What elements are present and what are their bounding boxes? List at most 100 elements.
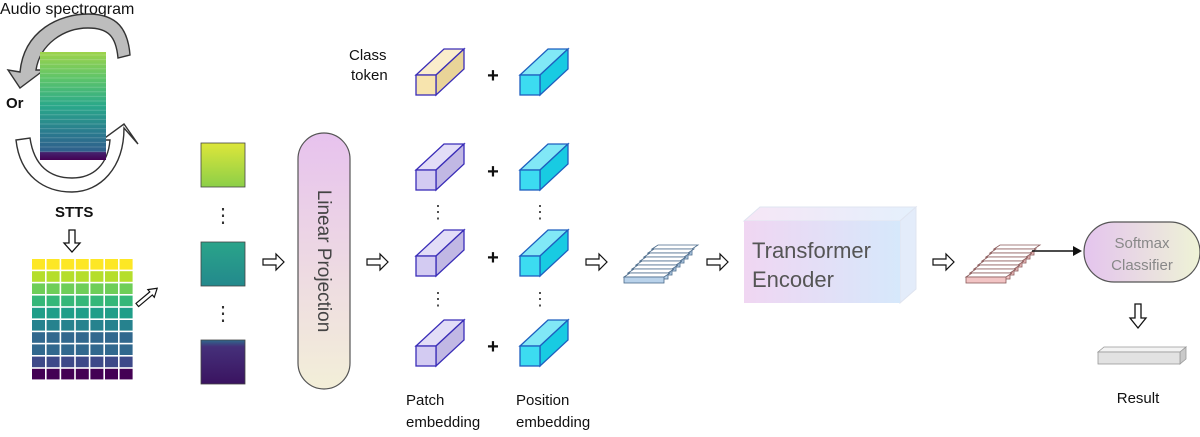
- stts-cell: [46, 271, 60, 282]
- patch-embedding-label-line1: Patch: [406, 392, 444, 409]
- stts-cell: [119, 344, 133, 355]
- stts-cell: [32, 259, 45, 270]
- embed-ellipsis-2: ⋮: [429, 289, 447, 309]
- stts-cell: [61, 283, 75, 294]
- stts-cell: [105, 307, 118, 319]
- stts-cell: [119, 320, 133, 331]
- arrow-to-result-icon: [1128, 303, 1148, 330]
- stts-cell: [46, 344, 60, 355]
- stts-cell: [105, 332, 118, 343]
- patch-embedding-prism-2: [414, 228, 466, 278]
- stts-cell: [61, 307, 75, 319]
- stts-cell: [119, 307, 133, 319]
- stts-cell: [61, 356, 75, 368]
- stts-cell: [75, 344, 89, 355]
- output-token-stack: [964, 244, 1042, 284]
- result-vector: [1096, 346, 1188, 365]
- embed-ellipsis-4: ⋮: [531, 289, 549, 309]
- stts-cell: [61, 344, 75, 355]
- class-token-prism: [414, 47, 466, 97]
- stts-cell: [46, 332, 60, 343]
- diagonal-arrow-icon: [135, 287, 159, 308]
- stts-cell: [75, 320, 89, 331]
- position-embedding-label-line2: embedding: [516, 414, 590, 431]
- stts-cell: [105, 271, 118, 282]
- arrow-to-transformer-icon: [706, 252, 729, 272]
- transformer-encoder-block: [742, 205, 918, 305]
- position-embedding-prism-2: [518, 228, 570, 278]
- stts-cell: [46, 356, 60, 368]
- stts-cell: [105, 368, 118, 380]
- plus-patch-3: +: [487, 336, 499, 358]
- stts-cell: [46, 307, 60, 319]
- stts-cell: [90, 356, 104, 368]
- stts-cell: [119, 283, 133, 294]
- result-label: Result: [1117, 390, 1160, 407]
- stts-cell: [32, 356, 45, 368]
- stts-cell: [119, 271, 133, 282]
- stts-cell: [90, 332, 104, 343]
- stts-cell: [32, 295, 45, 307]
- stts-cell: [32, 271, 45, 282]
- audio-spectrogram-label: Audio spectrogram: [0, 1, 134, 18]
- softmax-label-line1: Softmax: [1114, 235, 1170, 252]
- stts-cell: [90, 295, 104, 307]
- transformer-label-line2: Encoder: [752, 267, 834, 292]
- transformer-label-line1: Transformer: [752, 238, 871, 263]
- stts-cell: [46, 259, 60, 270]
- stts-cell: [119, 368, 133, 380]
- plus-patch-2: +: [487, 247, 499, 269]
- stts-cell: [61, 332, 75, 343]
- position-embedding-prism-3: [518, 318, 570, 368]
- stts-cell: [90, 368, 104, 380]
- patch-top: [200, 142, 246, 188]
- patch-ellipsis-2: ⋮: [213, 303, 233, 325]
- stts-cell: [61, 320, 75, 331]
- stts-cell: [75, 271, 89, 282]
- softmax-label-line2: Classifier: [1111, 257, 1173, 274]
- embed-ellipsis-3: ⋮: [531, 202, 549, 222]
- patch-ellipsis-1: ⋮: [213, 205, 233, 227]
- patch-embedding-prism-1: [414, 142, 466, 192]
- stts-cell: [90, 259, 104, 270]
- stts-patch-grid: [32, 259, 133, 380]
- stts-cell: [61, 271, 75, 282]
- down-arrow-icon: [62, 229, 82, 253]
- stts-cell: [32, 320, 45, 331]
- stts-cell: [105, 320, 118, 331]
- arrow-to-token-stack-icon: [585, 252, 608, 272]
- circular-arrows-icon: [6, 13, 139, 193]
- embedded-token-stack: [622, 244, 700, 284]
- plus-patch-1: +: [487, 161, 499, 183]
- stts-cell: [90, 344, 104, 355]
- embed-ellipsis-1: ⋮: [429, 202, 447, 222]
- stts-cell: [75, 259, 89, 270]
- stts-cell: [32, 368, 45, 380]
- linear-projection-label: Linear Projection: [313, 190, 334, 333]
- arrow-to-softmax-icon: [1032, 246, 1082, 256]
- stts-cell: [46, 320, 60, 331]
- patch-embedding-prism-3: [414, 318, 466, 368]
- class-token-label-line1: Class: [349, 47, 387, 64]
- or-label: Or: [6, 95, 24, 112]
- stts-cell: [105, 344, 118, 355]
- plus-class: +: [487, 65, 499, 87]
- audio-spectrogram-image: [40, 52, 106, 160]
- stts-cell: [32, 307, 45, 319]
- stts-cell: [75, 368, 89, 380]
- stts-cell: [61, 295, 75, 307]
- token-plate: [622, 272, 672, 284]
- stts-cell: [46, 295, 60, 307]
- stts-cell: [105, 283, 118, 294]
- position-embedding-prism-1: [518, 142, 570, 192]
- stts-cell: [105, 259, 118, 270]
- stts-cell: [119, 259, 133, 270]
- patch-embedding-label-line2: embedding: [406, 414, 480, 431]
- stts-cell: [32, 332, 45, 343]
- spectrogram-texture: [40, 54, 106, 153]
- class-token-label-line2: token: [351, 67, 388, 84]
- stts-cell: [119, 356, 133, 368]
- stts-cell: [90, 320, 104, 331]
- stts-cell: [75, 307, 89, 319]
- stts-cell: [90, 271, 104, 282]
